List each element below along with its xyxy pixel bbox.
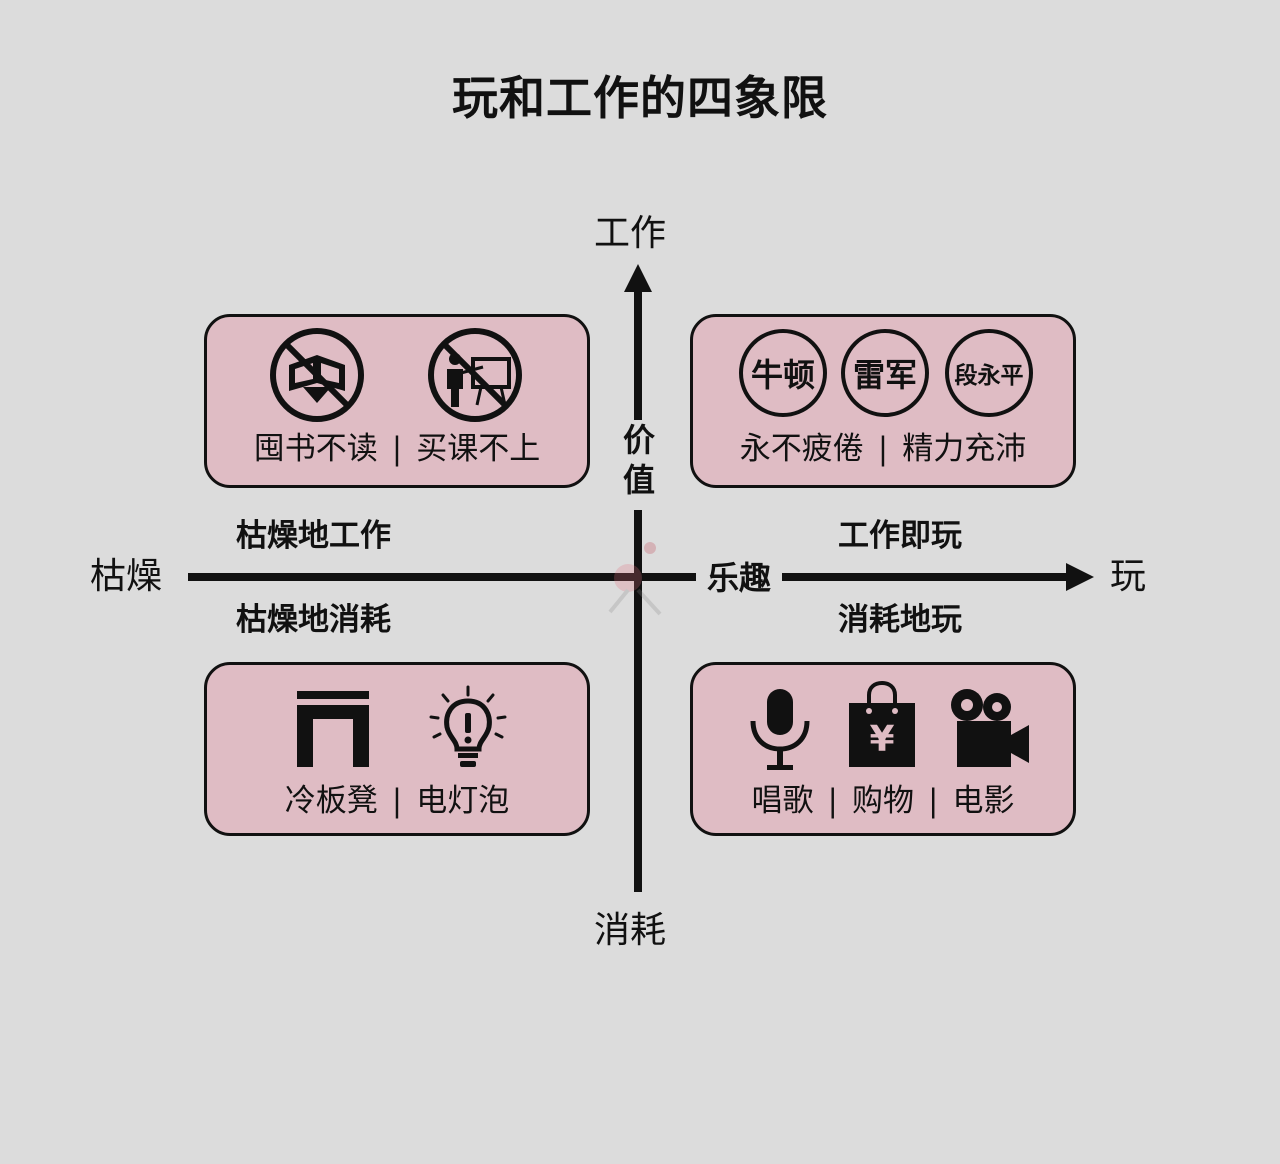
quadrant-label-top-left: 枯燥地工作 [236, 518, 391, 554]
caption-never-tired: 永不疲倦 [739, 431, 864, 467]
page-title: 玩和工作的四象限 [452, 71, 828, 125]
movie-camera-icon [951, 689, 1029, 767]
quadrant-label-bottom-right: 消耗地玩 [838, 602, 962, 638]
caption-shopping: 购物 [852, 783, 914, 819]
caption-full-energy: 精力充沛 [902, 431, 1027, 467]
axis-label-top: 工作 [594, 213, 667, 254]
microphone-icon [750, 689, 810, 770]
caption-separator: | [877, 431, 889, 467]
watermark-figure [608, 542, 662, 616]
caption-separator: | [928, 783, 939, 819]
no-lecture-icon [428, 328, 522, 422]
caption-no-books: 囤书不读 [253, 431, 378, 467]
bench-icon [297, 691, 369, 767]
caption-top-left: 囤书不读 | 买课不上 [207, 431, 587, 467]
vertical-axis-arrow [624, 264, 652, 292]
quadrant-label-bottom-left: 枯燥地消耗 [236, 602, 391, 638]
caption-bench: 冷板凳 [284, 783, 378, 819]
caption-separator: | [391, 783, 403, 819]
box-top-right: 牛顿 雷军 段永平 永不疲倦 | 精力充沛 [690, 314, 1076, 488]
axis-mid-horizontal: 乐趣 [696, 558, 782, 598]
caption-no-lecture: 买课不上 [416, 431, 541, 467]
person-circle-leijun: 雷军 [841, 329, 929, 417]
caption-bottom-right: 唱歌 | 购物 | 电影 [693, 783, 1073, 819]
no-books-icon [270, 328, 364, 422]
yuan-symbol: ¥ [869, 719, 894, 760]
axis-label-bottom: 消耗 [594, 910, 667, 951]
caption-bottom-left: 冷板凳 | 电灯泡 [207, 783, 587, 819]
shopping-bag-icon: ¥ [849, 681, 915, 767]
axis-label-right: 玩 [1110, 556, 1147, 597]
axis-mid-vertical: 价 值 [616, 420, 662, 510]
caption-top-right: 永不疲倦 | 精力充沛 [693, 431, 1073, 467]
person-circle-duanyongping: 段永平 [945, 329, 1033, 417]
person-circle-newton: 牛顿 [739, 329, 827, 417]
caption-singing: 唱歌 [751, 783, 814, 819]
box-top-left: 囤书不读 | 买课不上 [204, 314, 590, 488]
caption-movie: 电影 [952, 783, 1015, 819]
box-bottom-left: 冷板凳 | 电灯泡 [204, 662, 590, 836]
axis-mid-vertical-char-2: 值 [622, 461, 655, 499]
caption-separator: | [827, 783, 838, 819]
box-bottom-right: ¥ 唱歌 | 购物 | 电影 [690, 662, 1076, 836]
lightbulb-icon [429, 685, 507, 767]
axis-label-left: 枯燥 [90, 556, 163, 597]
horizontal-axis-arrow [1066, 563, 1094, 591]
caption-separator: | [391, 431, 403, 467]
quadrant-label-top-right: 工作即玩 [838, 518, 962, 554]
axis-mid-vertical-char-1: 价 [622, 421, 655, 459]
caption-lightbulb: 电灯泡 [416, 783, 510, 819]
